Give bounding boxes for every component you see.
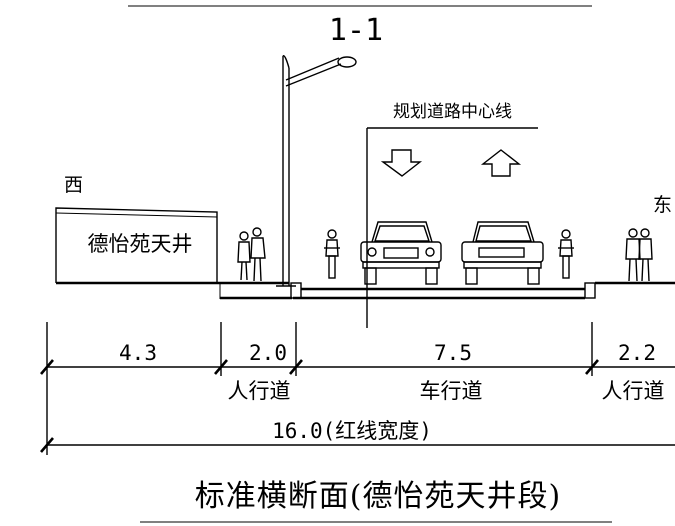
- building-label: 德怡苑天井: [88, 232, 193, 256]
- drawing-caption: 标准横断面(德怡苑天井段): [195, 479, 561, 514]
- street-lamp: [276, 55, 357, 287]
- pedestrians-west: [237, 227, 266, 282]
- car-west: [360, 221, 442, 285]
- road-centerline: [366, 127, 538, 328]
- label-east-sidewalk: 人行道: [602, 379, 665, 403]
- east-label: 东: [653, 194, 672, 216]
- dim-carriageway-width: 7.5: [434, 341, 472, 365]
- up-arrow-icon: [480, 149, 522, 177]
- section-label: 1-1: [329, 13, 383, 48]
- car-east: [461, 221, 544, 285]
- label-west-sidewalk: 人行道: [228, 379, 291, 403]
- dim-east-sidewalk-width: 2.2: [618, 341, 656, 365]
- cyclist-east: [558, 229, 574, 279]
- dim-building-width: 4.3: [119, 341, 157, 365]
- ground-line: [56, 281, 675, 300]
- down-arrow-icon: [380, 149, 423, 177]
- dim-west-sidewalk-width: 2.0: [249, 341, 287, 365]
- dim-total-width: 16.0(红线宽度): [272, 419, 432, 443]
- west-label: 西: [64, 174, 83, 196]
- pedestrians-east: [625, 228, 653, 282]
- dimension-line-segments: [40, 322, 675, 376]
- label-carriageway: 车行道: [420, 379, 483, 403]
- dimension-line-total: [40, 376, 675, 455]
- cyclist-west: [324, 229, 340, 279]
- centerline-label: 规划道路中心线: [393, 102, 512, 122]
- building: [55, 207, 218, 283]
